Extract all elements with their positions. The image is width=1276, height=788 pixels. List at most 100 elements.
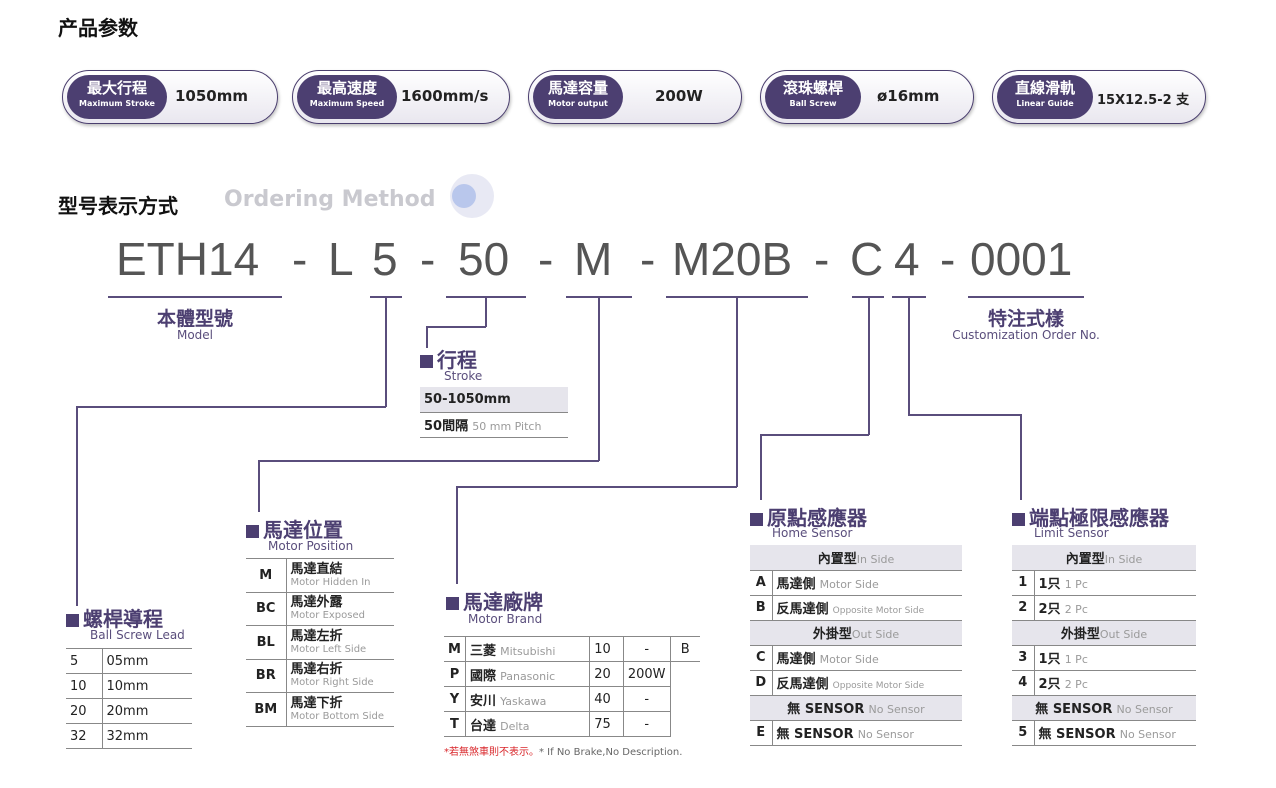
connector-limit bbox=[908, 297, 910, 415]
brand-name-en: Delta bbox=[500, 719, 530, 733]
stroke-range: 50-1050mm bbox=[420, 387, 568, 413]
row-code: D bbox=[750, 670, 772, 696]
brand-name: 台達 bbox=[469, 718, 496, 734]
connector-brand bbox=[736, 297, 738, 487]
connector-lead bbox=[76, 406, 386, 408]
param-tag: 最大行程 Maximum Stroke bbox=[67, 75, 167, 119]
connector-position bbox=[258, 460, 260, 512]
row-code: BM bbox=[246, 692, 286, 727]
param-pill-guide: 直線滑軌 Linear Guide 15X12.5-2 支 bbox=[992, 70, 1206, 124]
model-label-en: Model bbox=[176, 328, 214, 342]
row-label-en: Motor Exposed bbox=[290, 610, 366, 622]
param-label-en: Maximum Speed bbox=[309, 99, 385, 108]
group-label-en: Out Side bbox=[1099, 628, 1148, 641]
row-code: Y bbox=[444, 686, 466, 712]
motor-brand-title: 馬達廠牌 bbox=[463, 590, 543, 614]
code-custom: 0001 bbox=[970, 233, 1073, 285]
limit-sensor-title-en: Limit Sensor bbox=[1034, 526, 1109, 540]
row-label: 1只 bbox=[1038, 652, 1061, 667]
row-label-en: Motor Left Side bbox=[290, 643, 367, 655]
code-dash: - bbox=[814, 233, 830, 285]
row-label-en: 1 Pc bbox=[1064, 578, 1088, 591]
lead-title-en: Ball Screw Lead bbox=[90, 628, 185, 642]
section-title-params: 产品参数 bbox=[58, 16, 138, 40]
code-dash: - bbox=[292, 233, 308, 285]
code-motor-brand: M20B bbox=[672, 233, 793, 285]
param-tag: 直線滑軌 Linear Guide bbox=[997, 75, 1093, 119]
brand-name-en: Yaskawa bbox=[500, 694, 547, 708]
row-code: 4 bbox=[1012, 670, 1034, 696]
section-title-ordering-en: Ordering Method bbox=[224, 187, 436, 212]
row-code: M bbox=[444, 636, 466, 662]
brand-name: 安川 bbox=[469, 693, 496, 709]
brake-note-cn: *若無煞車則不表示。 bbox=[444, 747, 539, 758]
brake-note-en: * If No Brake,No Description. bbox=[539, 747, 683, 758]
group-label-en: In Side bbox=[856, 552, 895, 566]
code-model: ETH14 bbox=[116, 233, 260, 285]
row-code: 1 bbox=[1012, 570, 1034, 596]
connector-position bbox=[598, 297, 600, 461]
table-row: 外掛型Out Side bbox=[1012, 620, 1196, 646]
brand-watt: - bbox=[623, 636, 671, 662]
row-label: 馬達側 bbox=[776, 652, 816, 667]
row-code: 2 bbox=[1012, 595, 1034, 621]
row-code: 5 bbox=[66, 648, 102, 674]
brand-number: 75 bbox=[589, 711, 624, 737]
square-bullet-icon bbox=[750, 513, 763, 526]
param-label: 最高速度 bbox=[316, 79, 377, 97]
square-bullet-icon bbox=[446, 597, 459, 610]
row-code: BR bbox=[246, 659, 286, 693]
table-row: 內置型In Side bbox=[750, 545, 962, 571]
brand-name-en: Mitsubishi bbox=[500, 644, 556, 658]
param-pill-stroke: 最大行程 Maximum Stroke 1050mm bbox=[62, 70, 278, 124]
table-row: P 國際 Panasonic 20 200W bbox=[444, 661, 700, 687]
param-tag: 滾珠螺桿 Ball Screw bbox=[765, 75, 861, 119]
row-label-en: 2 Pc bbox=[1064, 603, 1088, 616]
limit-sensor-heading: 端點極限感應器 bbox=[1012, 502, 1169, 531]
row-code: P bbox=[444, 661, 466, 687]
row-label-en: Opposite Motor Side bbox=[832, 681, 925, 691]
model-label: 本體型號 bbox=[156, 308, 233, 330]
code-dash: - bbox=[420, 233, 436, 285]
section-title-ordering: 型号表示方式 bbox=[58, 194, 178, 218]
motor-brand-heading: 馬達廠牌 bbox=[446, 586, 543, 615]
motor-position-title-en: Motor Position bbox=[268, 539, 354, 553]
row-label: 馬達側 bbox=[776, 577, 816, 592]
param-label: 直線滑軌 bbox=[1014, 79, 1075, 97]
group-label-en: No Sensor bbox=[1116, 703, 1173, 716]
param-label-en: Ball Screw bbox=[789, 99, 837, 108]
connector-lead bbox=[385, 297, 387, 407]
connector-home bbox=[760, 434, 869, 436]
group-label: 外掛型 bbox=[1060, 627, 1100, 642]
row-label-en: Motor Hidden In bbox=[290, 576, 371, 588]
connector-home bbox=[868, 297, 870, 435]
param-pill-screw: 滾珠螺桿 Ball Screw ø16mm bbox=[760, 70, 974, 124]
row-code: 32 bbox=[66, 723, 102, 749]
group-label-en: In Side bbox=[1104, 552, 1143, 566]
param-label: 馬達容量 bbox=[547, 79, 608, 97]
param-pill-motor: 馬達容量 Motor output 200W bbox=[528, 70, 742, 124]
brand-watt: - bbox=[623, 686, 671, 712]
connector-stroke bbox=[485, 297, 487, 327]
row-value: 10mm bbox=[101, 673, 192, 699]
table-row: 無 SENSOR No Sensor bbox=[1012, 695, 1196, 721]
row-code: B bbox=[750, 595, 772, 621]
table-row: M 三菱 Mitsubishi 10 - B bbox=[444, 636, 700, 662]
table-row: Y 安川 Yaskawa 40 - bbox=[444, 686, 700, 712]
row-label-en: No Sensor bbox=[1119, 728, 1176, 741]
motor-position-title: 馬達位置 bbox=[263, 518, 343, 542]
brake-code bbox=[670, 662, 700, 687]
limit-sensor-title: 端點極限感應器 bbox=[1029, 506, 1169, 530]
row-code: A bbox=[750, 570, 772, 596]
row-code: M bbox=[246, 558, 286, 593]
code-dash: - bbox=[640, 233, 656, 285]
